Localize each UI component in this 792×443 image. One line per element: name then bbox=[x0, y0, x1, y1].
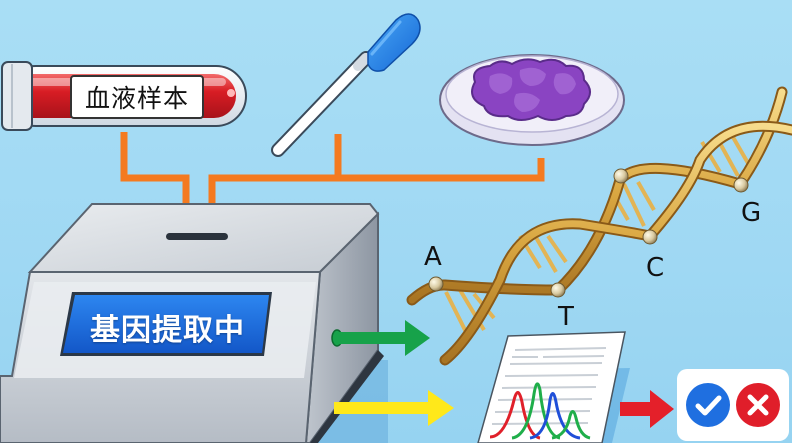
dna-base-label: C bbox=[646, 253, 665, 283]
x-icon bbox=[736, 383, 780, 427]
check-icon bbox=[686, 383, 730, 427]
blood-sample-label: 血液样本 bbox=[70, 75, 204, 119]
dna-extraction-machine bbox=[0, 203, 388, 443]
sequencing-chromatogram-report bbox=[477, 331, 630, 443]
result-panel bbox=[677, 369, 789, 441]
dna-base-label: G bbox=[741, 198, 762, 228]
sample-input-arrows bbox=[120, 132, 545, 208]
dna-double-helix bbox=[406, 86, 792, 366]
result-arrow bbox=[620, 390, 674, 428]
dna-base-label: A bbox=[424, 242, 442, 272]
tissue-petri-dish bbox=[439, 54, 625, 146]
dna-base-label: T bbox=[558, 302, 574, 332]
dna-output-arrow bbox=[337, 320, 430, 356]
cotton-swab bbox=[271, 13, 421, 157]
machine-screen-text: 基因提取中 bbox=[90, 313, 245, 348]
report-output-arrow bbox=[334, 390, 454, 426]
